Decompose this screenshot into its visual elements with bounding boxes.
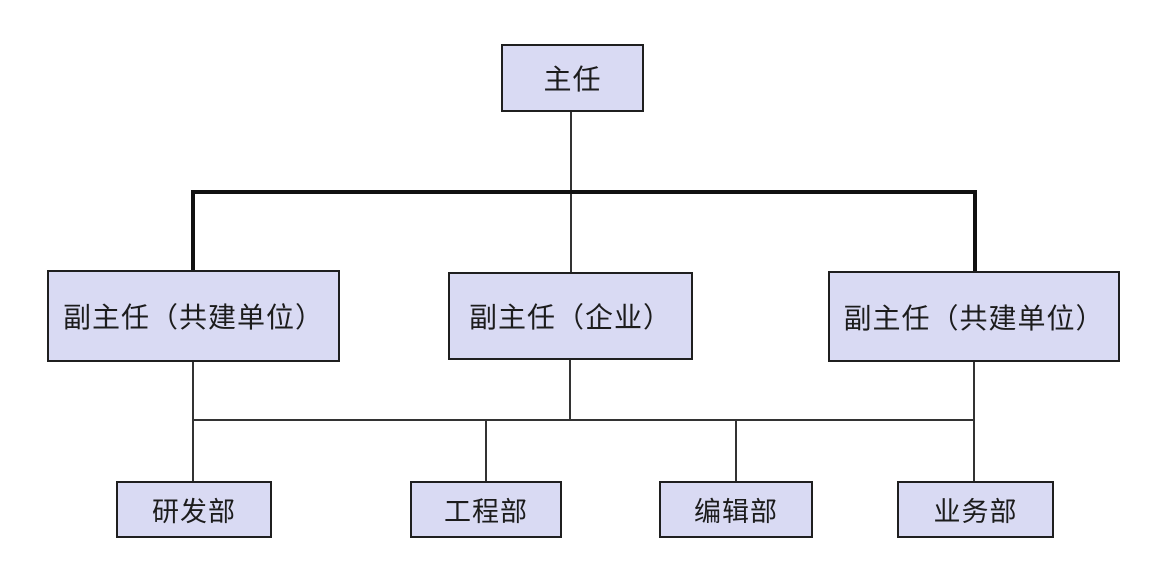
- org-node-business-dept: 业务部: [897, 481, 1054, 538]
- connector-deputy-middle-stem: [569, 360, 571, 420]
- org-node-director: 主任: [501, 44, 644, 112]
- org-node-deputy-coconstruction-left: 副主任（共建单位）: [47, 270, 340, 362]
- org-node-editorial-dept: 编辑部: [659, 481, 813, 538]
- connector-level3-bus: [192, 419, 975, 421]
- org-node-deputy-coconstruction-right: 副主任（共建单位）: [828, 271, 1120, 362]
- org-node-rd-dept: 研发部: [116, 481, 272, 538]
- connector-level2-bus: [191, 190, 977, 194]
- connector-deputy-left-stem: [192, 362, 194, 481]
- connector-deputy-right-stem: [973, 362, 975, 481]
- org-node-deputy-enterprise: 副主任（企业）: [448, 272, 693, 360]
- org-node-engineering-dept: 工程部: [410, 481, 562, 538]
- connector-editorial-drop: [735, 419, 737, 481]
- connector-level2-bus-left-drop: [191, 190, 195, 270]
- connector-engineering-drop: [485, 419, 487, 481]
- connector-level2-bus-right-drop: [973, 190, 977, 271]
